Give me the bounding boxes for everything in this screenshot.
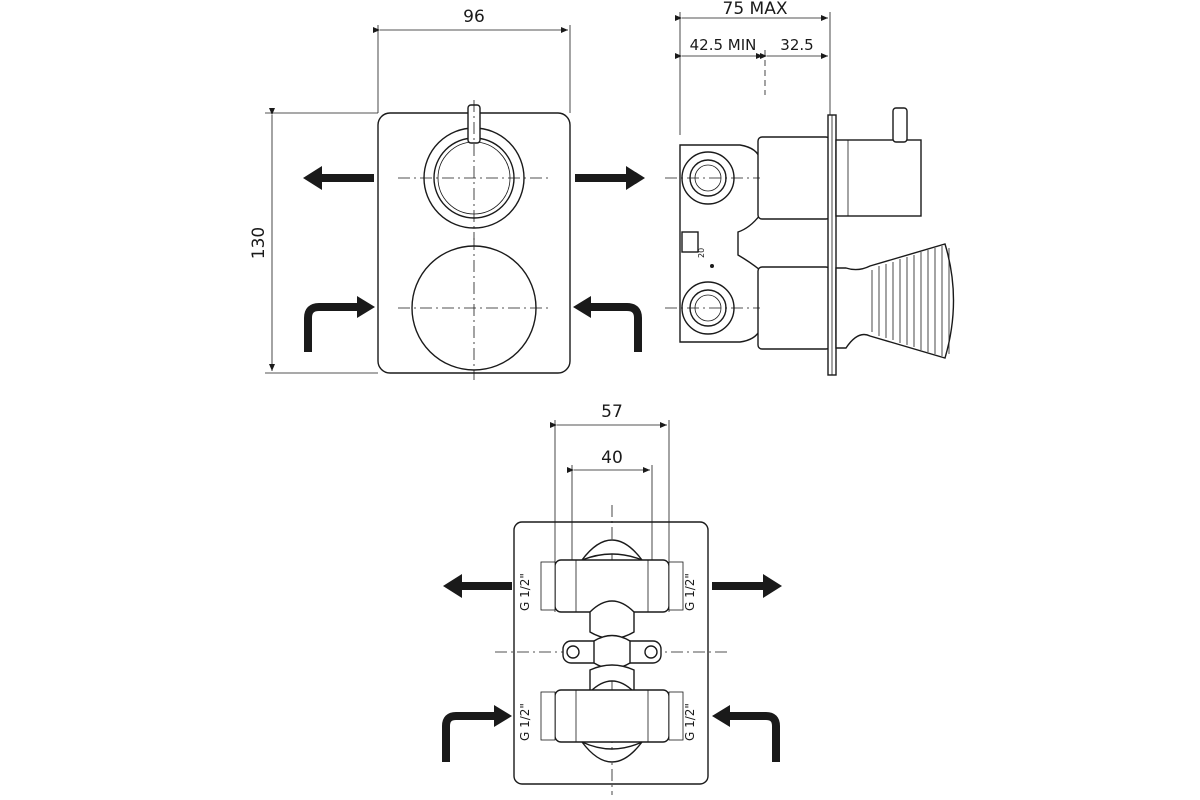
knob-grip-lines: [871, 246, 950, 356]
total-depth-label: 75 MAX: [723, 0, 788, 19]
back-outlet-arrow-left: [443, 574, 512, 598]
thread-label-bottom-right: G 1/2": [683, 703, 697, 741]
outer-spacing-label: 57: [601, 402, 623, 422]
min-depth-label: 42.5 MIN: [690, 36, 757, 54]
side-view: 75 MAX 42.5 MIN 32.5 20: [665, 0, 955, 376]
outlet-arrow-right: [575, 166, 645, 190]
protrusion-label: 32.5: [780, 36, 813, 54]
outlet-arrow-left: [303, 166, 374, 190]
diverter-handle-lever: [892, 107, 908, 143]
back-outlet-arrow-right: [712, 574, 782, 598]
thread-label-top-left: G 1/2": [518, 573, 532, 611]
thread-label-bottom-left: G 1/2": [518, 703, 532, 741]
thread-label-top-right: G 1/2": [683, 573, 697, 611]
plate-width-label: 96: [463, 7, 485, 27]
inlet-arrow-left: [304, 296, 375, 352]
thermostat-knob-side: [835, 243, 955, 359]
lower-manifold: [554, 689, 670, 743]
front-view: 96 130: [249, 7, 645, 380]
upper-cartridge: [757, 136, 831, 220]
lower-cartridge: [757, 266, 831, 350]
inner-spacing-label: 40: [601, 448, 623, 468]
diverter-handle-body: [835, 139, 922, 217]
rotation-mark: 20: [697, 248, 706, 258]
inlet-arrow-right: [573, 296, 642, 352]
back-inlet-arrow-right: [712, 705, 780, 762]
plate-height-label: 130: [249, 227, 269, 259]
back-inlet-arrow-left: [442, 705, 512, 762]
back-view: 57 40 G 1/2" G 1/2" G 1/2" G 1/2": [442, 402, 782, 795]
